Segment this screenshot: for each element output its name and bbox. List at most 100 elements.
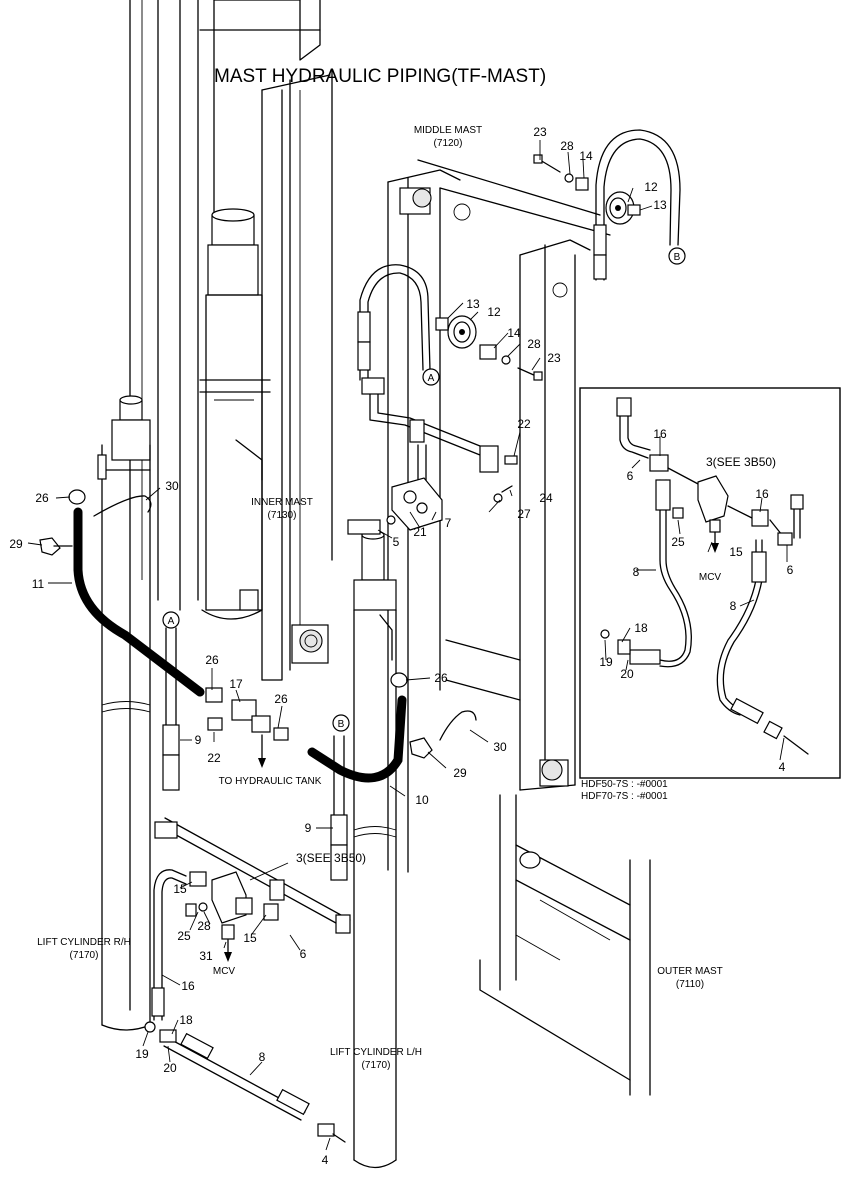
callout-26: 26: [35, 491, 49, 505]
callout-28: 28: [197, 919, 211, 933]
callout-19: 19: [135, 1047, 149, 1061]
hose-upper-a: [357, 264, 431, 381]
middle-mast-label: MIDDLE MAST: [414, 125, 482, 136]
connector-b-mid: B: [332, 714, 350, 732]
callout-29: 29: [9, 537, 23, 551]
sheave-12-lower: [435, 315, 511, 365]
to-tank-label: TO HYDRAULIC TANK: [219, 776, 322, 787]
callout-23: 23: [533, 125, 547, 139]
inner-mast-cylinder: [199, 208, 271, 620]
connector-b-top-label: B: [674, 252, 681, 263]
outer-mast-code: (7110): [676, 979, 704, 990]
outer-mast-label: OUTER MAST: [657, 966, 723, 977]
callout-25: 25: [671, 535, 685, 549]
callout-8: 8: [730, 599, 737, 613]
callout-5: 5: [393, 535, 400, 549]
pipe-assembly-mid: [347, 377, 518, 535]
diagram-title: MAST HYDRAULIC PIPING(TF-MAST): [214, 66, 546, 87]
callout-15: 15: [729, 545, 743, 559]
lift-cylinder-lh-code: (7170): [362, 1060, 391, 1071]
bolt-23-upper: [533, 154, 589, 191]
callout-24: 24: [539, 491, 553, 505]
hose-10: [307, 695, 407, 783]
callout-9: 9: [195, 733, 202, 747]
hose-16-lower: [151, 869, 187, 1021]
lift-cylinder-rh-code: (7170): [70, 950, 99, 961]
hose-9-right: [330, 735, 348, 881]
callout-18: 18: [634, 621, 648, 635]
callout-30: 30: [165, 479, 179, 493]
callout-12: 12: [487, 305, 501, 319]
clamp-26-left: [39, 489, 152, 556]
callout-7: 7: [445, 516, 452, 530]
callout-6: 6: [787, 563, 794, 577]
callout-20: 20: [163, 1061, 177, 1075]
callout-9: 9: [305, 821, 312, 835]
sheave-12-upper: [605, 191, 641, 225]
callout-6: 6: [627, 469, 634, 483]
callout-26: 26: [434, 671, 448, 685]
callout-17: 17: [229, 677, 243, 691]
pipe-6-lower: [154, 817, 351, 934]
middle-mast-code: (7120): [434, 138, 463, 149]
callout-28: 28: [560, 139, 574, 153]
connector-a-left-label: A: [168, 616, 175, 627]
callout-16: 16: [755, 487, 769, 501]
callout-8: 8: [633, 565, 640, 579]
callout-14: 14: [507, 326, 521, 340]
outer-mast-lower: [479, 794, 651, 1096]
callout-29: 29: [453, 766, 467, 780]
connector-b-top: B: [668, 247, 686, 265]
lift-cylinder-rh: [97, 395, 151, 1031]
inner-mast-code: (7130): [268, 510, 297, 521]
callout-16: 16: [181, 979, 195, 993]
inner-mast-label: INNER MAST: [251, 497, 313, 508]
callout-3-inset: 3(SEE 3B50): [706, 455, 776, 469]
callout-8: 8: [259, 1050, 266, 1064]
callout-23: 23: [547, 351, 561, 365]
callout-4: 4: [322, 1153, 329, 1167]
connector-b-mid-label: B: [338, 719, 345, 730]
connector-a-top-label: A: [428, 373, 435, 384]
connector-a-top: A: [422, 368, 440, 386]
callout-10: 10: [415, 793, 429, 807]
callout-15: 15: [243, 931, 257, 945]
callout-4: 4: [779, 760, 786, 774]
leader-lines: [27, 140, 788, 1151]
callout-14: 14: [579, 149, 593, 163]
callout-20: 20: [620, 667, 634, 681]
callout-21: 21: [413, 525, 427, 539]
callout-15: 15: [173, 882, 187, 896]
tee-17-area: [205, 687, 289, 768]
callout-16: 16: [653, 427, 667, 441]
hose-8-lower: [144, 1021, 346, 1143]
serial-note-1: HDF50-7S : -#0001: [581, 779, 668, 790]
hose-9-left: [162, 627, 180, 791]
callout-13: 13: [653, 198, 667, 212]
callout-22: 22: [207, 751, 221, 765]
mcv-label-inset: MCV: [699, 572, 722, 583]
callout-31: 31: [199, 949, 213, 963]
valve-block-3-lower: [185, 871, 279, 962]
callout-13: 13: [466, 297, 480, 311]
callout-12: 12: [644, 180, 658, 194]
mcv-label-lower: MCV: [213, 966, 236, 977]
callout-11: 11: [32, 577, 45, 591]
callout-18: 18: [179, 1013, 193, 1027]
lift-cylinder-rh-label: LIFT CYLINDER R/H: [37, 937, 131, 948]
callout-22: 22: [517, 417, 531, 431]
clamp-right: [390, 672, 477, 759]
lift-cylinder-lh: [353, 530, 397, 1169]
lift-cylinder-lh-label: LIFT CYLINDER L/H: [330, 1047, 422, 1058]
connector-a-left: A: [162, 611, 180, 629]
hose-11: [73, 507, 205, 697]
bolt-23-lower: [517, 367, 543, 381]
callout-26: 26: [205, 653, 219, 667]
serial-note-2: HDF70-7S : -#0001: [581, 791, 668, 802]
callout-27: 27: [517, 507, 531, 521]
callout-26: 26: [274, 692, 288, 706]
callout-19: 19: [599, 655, 613, 669]
callout-3-lower: 3(SEE 3B50): [296, 851, 366, 865]
inset-detail: [579, 387, 841, 779]
